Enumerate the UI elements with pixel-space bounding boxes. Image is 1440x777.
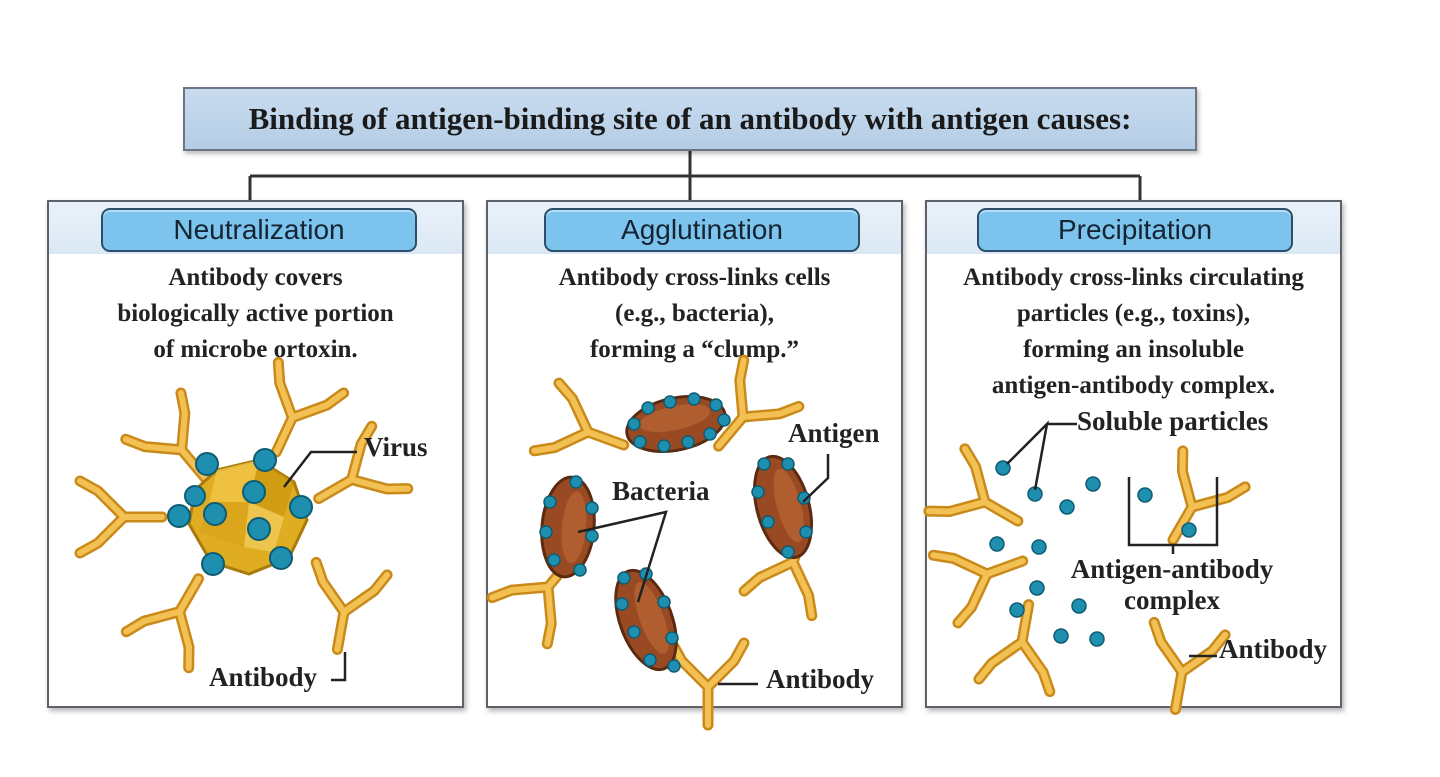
antigen-label: Antigen: [788, 418, 880, 448]
bacterium-icon: [614, 568, 678, 672]
agglutination-illustration: [488, 202, 905, 732]
precipitation-illustration: [927, 420, 1344, 710]
neutralization-description: Antibody covers biologically active port…: [117, 264, 394, 363]
antibody-icon: [302, 562, 387, 655]
antibody-label: Antibody: [209, 662, 318, 692]
panel-neutralization: Neutralization Antibody covers biologica…: [47, 200, 464, 708]
header-title: Binding of antigen-binding site of an an…: [248, 101, 1132, 136]
soluble-particles-label: Soluble particles: [1077, 406, 1269, 436]
antibody-icon: [534, 383, 636, 479]
complex-label: Antigen-antibody complex: [1070, 554, 1274, 615]
neutralization-illustration: [49, 202, 466, 682]
agglutination-description: Antibody cross-links cells (e.g., bacter…: [558, 264, 831, 363]
diagram-header: Binding of antigen-binding site of an an…: [183, 87, 1197, 151]
antibody-icon: [126, 561, 229, 668]
bacterium-icon: [753, 454, 813, 560]
bacteria-label: Bacteria: [612, 476, 710, 506]
virus-label: Virus: [364, 432, 428, 462]
precipitation-description: Antibody cross-links circulating particl…: [963, 264, 1304, 399]
neutralization-title: Neutralization: [101, 208, 417, 252]
antibody-icon: [80, 481, 162, 553]
antibody-label: Antibody: [1219, 634, 1328, 664]
agglutination-title: Agglutination: [544, 208, 860, 252]
precipitation-title: Precipitation: [977, 208, 1293, 252]
antibody-label: Antibody: [766, 664, 875, 694]
antibody-icon: [929, 449, 1036, 552]
antigen-dots: [539, 392, 813, 673]
virus-icon: [167, 448, 313, 576]
antibody-icon: [1140, 622, 1225, 715]
panel-precipitation: Precipitation Antibody cross-links circu…: [925, 200, 1342, 708]
antibody-icon: [1142, 451, 1245, 558]
soluble-particles: [989, 460, 1197, 647]
panel-agglutination: Agglutination Antibody cross-links cells…: [486, 200, 903, 708]
